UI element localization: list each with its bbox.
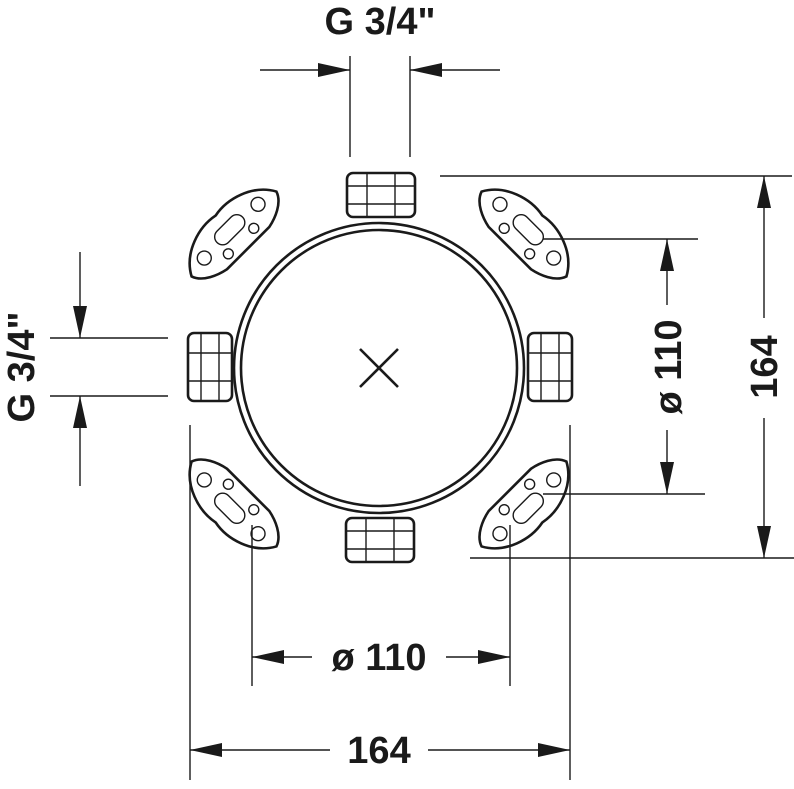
dim-overall-width: 164 [189,425,571,780]
connection-nut-right [526,331,574,403]
dim-overall-height-label: 164 [744,335,786,398]
body-inner-circle [239,228,519,508]
dim-top-thread: G 3/4" [260,1,500,157]
dim-left-thread: G 3/4" [1,252,168,486]
dim-overall-width-label: 164 [347,730,410,772]
dim-bottom-diameter-label: ø 110 [331,637,426,679]
connection-nut-bottom [344,516,416,564]
dim-bottom-diameter: ø 110 [251,525,511,686]
dim-top-thread-label: G 3/4" [325,1,436,43]
dim-right-diameter-label: ø 110 [648,319,690,414]
dim-right-diameter: ø 110 [543,238,705,495]
dim-overall-height: 164 [440,175,794,559]
connection-nut-top [345,171,417,219]
dim-left-thread-label: G 3/4" [1,312,43,423]
connection-nut-left [186,331,234,403]
cross-icon [359,348,399,388]
